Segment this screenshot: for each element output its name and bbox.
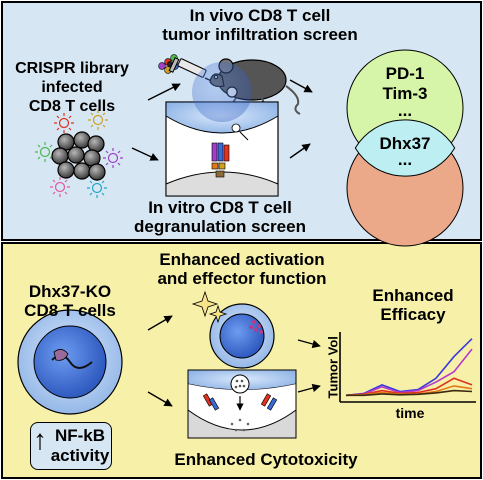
arrow-mouse-to-venn [289, 79, 313, 93]
ko-label-line2: CD8 T cells [24, 301, 116, 320]
in-vivo-title-line1: In vivo CD8 T cell [189, 6, 331, 25]
library-label-line2: infected [41, 79, 103, 96]
sparkle-icon [191, 290, 228, 324]
dhx37-ko-cell-icon [17, 309, 123, 415]
arrow-library-to-mouse [147, 83, 181, 101]
library-label-line3: CD8 T cells [28, 98, 116, 115]
nfkb-activity-label: activity [50, 446, 110, 465]
chart-y-label: Tumor Vol [325, 336, 341, 399]
venn-gene-pd1: PD-1 [385, 64, 425, 83]
t-cell-cluster-icon [51, 131, 106, 181]
venn-gene-dhx37: Dhx37 [379, 134, 431, 153]
in-vitro-title-line2: degranulation screen [134, 217, 306, 236]
chart-x-label: time [395, 405, 425, 421]
cytotoxic-synapse-icon [187, 369, 297, 439]
venn-ellipsis-top: ... [397, 101, 413, 120]
venn-gene-tim3: Tim-3 [382, 84, 428, 103]
nfkb-label: NF-kB [54, 426, 106, 445]
tumor-volume-series-2 [345, 348, 473, 397]
activated-t-cell-icon [209, 303, 275, 369]
library-label-line1: CRISPR library [15, 60, 129, 77]
degranulation-synapse-icon [165, 62, 279, 197]
in-vivo-title-line2: tumor infiltration screen [162, 25, 358, 44]
venn-overlap-region [354, 119, 456, 177]
activation-label-line2: and effector function [157, 269, 327, 288]
cytotoxicity-label: Enhanced Cytotoxicity [174, 450, 358, 469]
in-vitro-title-line1: In vitro CD8 T cell [148, 198, 292, 217]
nfkb-up-arrow: ↑ [33, 424, 47, 455]
venn-diagram [346, 49, 464, 247]
activation-label-line1: Enhanced activation [159, 250, 325, 269]
venn-ellipsis-overlap: ... [397, 150, 413, 169]
nfkb-activity-box [30, 422, 112, 470]
tumor-volume-series-5 [346, 389, 473, 397]
arrow-degranulation-to-venn [289, 143, 311, 159]
arrow-library-to-degranulation [131, 147, 159, 161]
arrow-cytotoxicity-to-efficacy [297, 383, 321, 393]
ko-label-line1: Dhx37-KO [28, 282, 112, 301]
tumor-volume-chart [339, 332, 476, 403]
efficacy-label-line2: Efficacy [380, 305, 446, 324]
arrow-activation-to-efficacy [297, 339, 321, 349]
virus-icon [35, 110, 123, 198]
arrow-ko-to-activation [147, 315, 173, 331]
efficacy-label-line1: Enhanced [372, 286, 454, 305]
arrow-ko-to-cytotoxicity [147, 391, 173, 407]
